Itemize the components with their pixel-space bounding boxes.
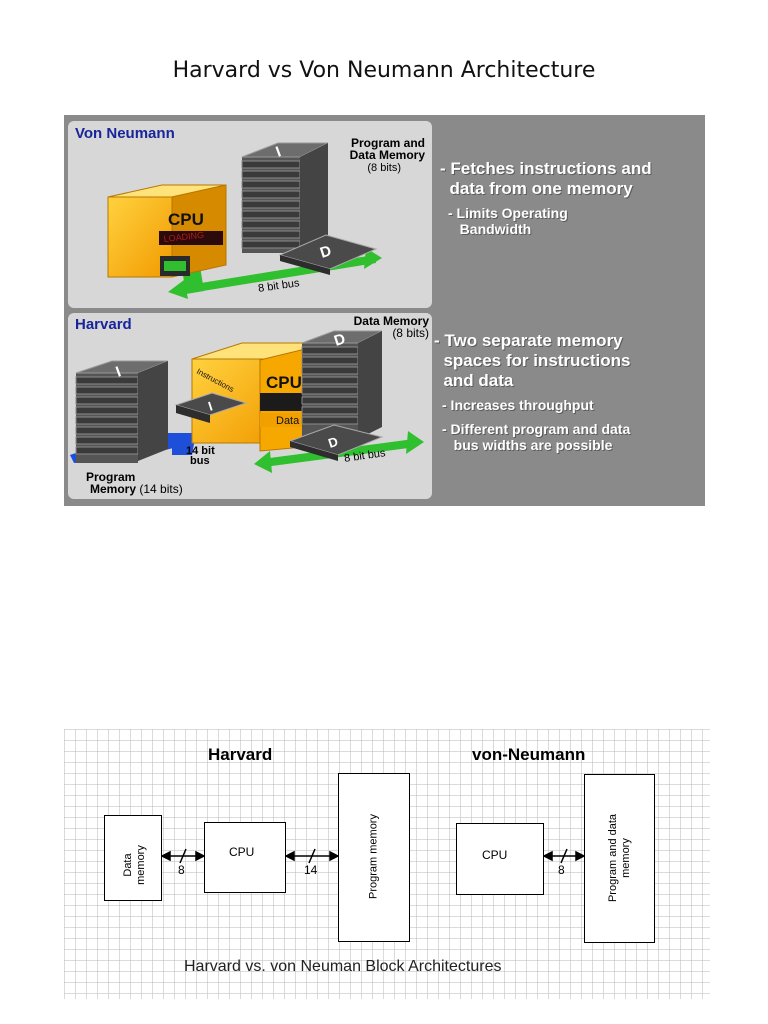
- harvard-cpu-block-label: CPU: [229, 845, 255, 859]
- harvard-bus14-label: 14 bit bus: [186, 445, 215, 467]
- harvard-d-chip: [288, 424, 384, 461]
- harvard-bus-right: [284, 848, 340, 864]
- von-bus: [542, 848, 586, 864]
- harvard-d-chip-letter: D: [326, 434, 340, 451]
- von-memory-block-label: Program and data memory: [607, 813, 632, 903]
- harvard-data-memory-label: Data memory: [122, 845, 147, 885]
- von-cpu-box: CPU: [456, 823, 544, 895]
- harvard-bus-left: [160, 848, 206, 864]
- von-d-letter: D: [318, 242, 334, 262]
- block-diagram: Harvard von-Neumann Data memory CPU Prog…: [64, 729, 710, 999]
- von-memory-stack: [241, 142, 329, 253]
- harvard-program-memory-box: Program memory: [338, 773, 410, 942]
- harvard-data-memory-label: Data Memory (8 bits): [353, 314, 429, 340]
- harvard-description: - Two separate memory spaces for instruc…: [434, 331, 631, 453]
- von-desc-main: - Fetches instructions and data from one…: [440, 159, 652, 198]
- harvard-i-chip-letter: I: [206, 398, 214, 413]
- harvard-data-memory-stack: [301, 330, 383, 439]
- harvard-i-letter: I: [114, 363, 124, 380]
- von-memory-label: Program and Data Memory (8 bits): [349, 136, 425, 174]
- von-i-letter: I: [274, 143, 284, 160]
- harvard-data-label: Data: [276, 415, 300, 427]
- harvard-block-title: Harvard: [208, 745, 273, 764]
- illustration-graphics: I D I D I D CPU LOADING CPU Instructions…: [70, 142, 424, 473]
- von-cpu-cube: [107, 184, 227, 278]
- harvard-i-chip: [174, 392, 248, 423]
- von-cpu-display: LOADING: [163, 230, 204, 244]
- harvard-cpu-box: CPU: [204, 822, 286, 893]
- harvard-bus-right-width: 14: [304, 863, 318, 877]
- von-cpu-label: CPU: [168, 210, 204, 229]
- harvard-desc-sub1: - Increases throughput: [442, 397, 594, 413]
- harvard-data-memory-box: Data memory: [104, 815, 162, 901]
- harvard-d-letter-stack: D: [332, 330, 348, 350]
- harvard-program-memory-label: Program Memory (14 bits): [86, 470, 183, 496]
- harvard-cpu-label: CPU: [266, 373, 302, 392]
- von-memory-box: Program and data memory: [584, 774, 655, 943]
- harvard-desc-sub2: - Different program and data bus widths …: [442, 421, 631, 453]
- architecture-illustration: I D I D I D CPU LOADING CPU Instructions…: [64, 115, 705, 506]
- von-bus-width: 8: [558, 863, 565, 877]
- von-neumann-heading: Von Neumann: [75, 125, 175, 142]
- harvard-program-memory-stack: [75, 360, 169, 463]
- von-neumann-block-title: von-Neumann: [472, 745, 586, 764]
- harvard-desc-main: - Two separate memory spaces for instruc…: [434, 331, 631, 390]
- block-diagram-caption: Harvard vs. von Neuman Block Architectur…: [184, 958, 502, 975]
- von-neumann-description: - Fetches instructions and data from one…: [440, 159, 652, 237]
- block-diagram-connectors: [160, 848, 586, 864]
- harvard-bus-left-width: 8: [178, 863, 185, 877]
- harvard-program-memory-label: Program memory: [367, 814, 380, 899]
- von-desc-sub: - Limits Operating Bandwidth: [448, 205, 568, 237]
- page-title: Harvard vs Von Neumann Architecture: [172, 58, 596, 83]
- von-d-chip: [278, 234, 378, 275]
- von-cpu-block-label: CPU: [482, 848, 508, 862]
- harvard-heading: Harvard: [75, 316, 132, 333]
